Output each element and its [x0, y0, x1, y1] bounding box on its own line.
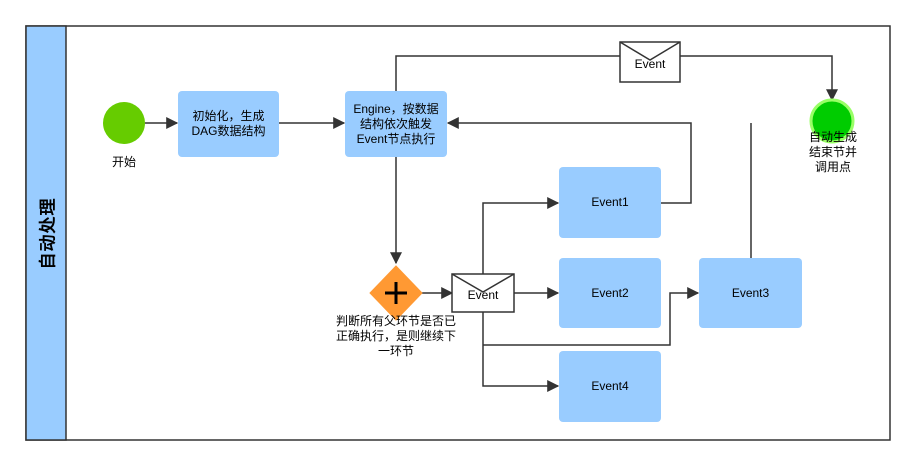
- start-label: 开始: [111, 155, 136, 169]
- flow-to-event3: [483, 287, 700, 346]
- end-event: [809, 98, 855, 144]
- flow-to-event4: [482, 312, 560, 392]
- task-event4-label: Event4: [591, 379, 629, 393]
- message-envelope-mid: [451, 273, 515, 313]
- lane-header: [25, 25, 67, 441]
- end-label: 自动生成结束节并调用点: [808, 130, 857, 174]
- flow-engine-end: [395, 55, 838, 102]
- task-event3: Event3: [699, 258, 802, 328]
- task-event1: Event1: [559, 167, 661, 238]
- task-event4: Event4: [559, 351, 661, 422]
- lane-header-label: 自动处理: [26, 26, 66, 440]
- task-event2-label: Event2: [591, 285, 629, 300]
- message-top-label: Event: [634, 57, 666, 71]
- start-event: [103, 102, 145, 144]
- flow-to-event1: [482, 197, 560, 274]
- task-engine-label: Engine，按数据结构依次触发Event节点执行: [353, 101, 439, 146]
- task-event2: Event2: [559, 258, 661, 328]
- lane-title-text: 自动处理: [38, 197, 58, 269]
- parallel-gateway: [369, 265, 423, 321]
- task-event1-label: Event1: [591, 195, 629, 209]
- task-engine: Engine，按数据结构依次触发Event节点执行: [345, 91, 447, 157]
- flow-event1-engine: [446, 117, 692, 204]
- message-mid-label: Event: [467, 288, 499, 302]
- task-event3-label: Event3: [731, 285, 770, 300]
- task-init-label: 初始化，生成DAG数据结构: [191, 109, 266, 138]
- pool-border: [25, 25, 891, 441]
- task-init: 初始化，生成DAG数据结构: [178, 91, 279, 157]
- gateway-label: 判断所有父环节是否已正确执行，是则继续下一环节: [335, 314, 456, 358]
- message-envelope-top: [619, 41, 681, 83]
